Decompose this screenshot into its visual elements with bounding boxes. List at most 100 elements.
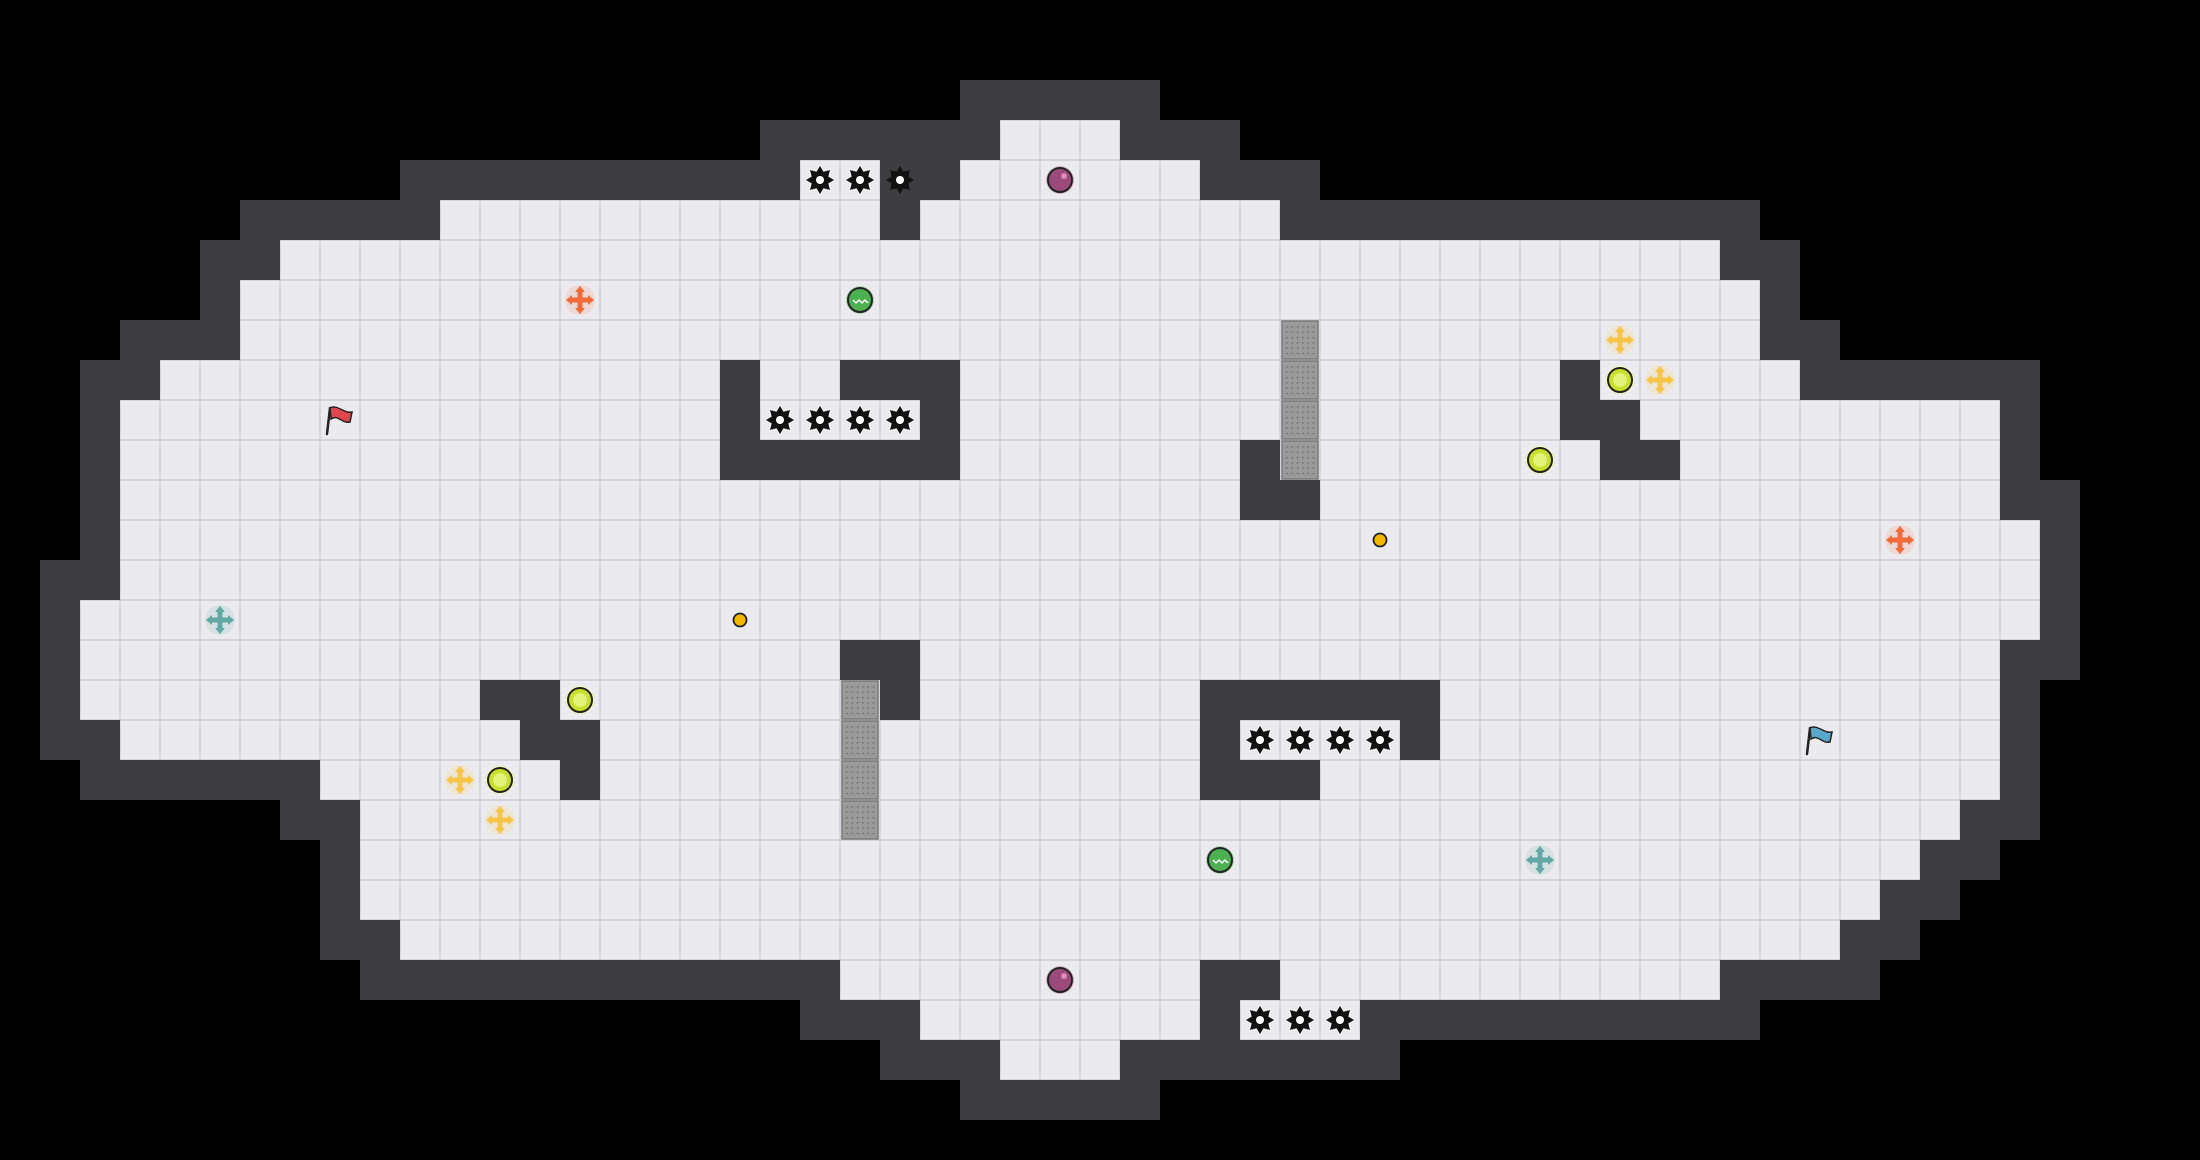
- spike-icon: [766, 406, 794, 434]
- floor-tile: [440, 920, 480, 960]
- floor-tile: [120, 560, 160, 600]
- wall-tile: [40, 640, 80, 680]
- inner-wall-tile: [1280, 480, 1320, 520]
- floor-tile: [120, 400, 160, 440]
- floor-tile: [1640, 560, 1680, 600]
- orange-boost-icon: [1885, 525, 1915, 555]
- floor-tile: [1040, 760, 1080, 800]
- floor-tile: [2000, 560, 2040, 600]
- wall-tile: [1720, 960, 1760, 1000]
- wall-tile: [1240, 160, 1280, 200]
- floor-tile: [600, 480, 640, 520]
- floor-tile: [1520, 880, 1560, 920]
- floor-tile: [1440, 760, 1480, 800]
- floor-tile: [1760, 480, 1800, 520]
- floor-tile: [400, 720, 440, 760]
- floor-tile: [480, 920, 520, 960]
- floor-tile: [1520, 560, 1560, 600]
- floor-tile: [1240, 600, 1280, 640]
- floor-tile: [760, 240, 800, 280]
- floor-tile: [1040, 680, 1080, 720]
- floor-tile: [800, 240, 840, 280]
- floor-tile: [1000, 600, 1040, 640]
- floor-tile: [1000, 400, 1040, 440]
- wall-tile: [600, 960, 640, 1000]
- wall-tile: [1400, 1000, 1440, 1040]
- inner-wall-tile: [1560, 400, 1600, 440]
- floor-tile: [1680, 840, 1720, 880]
- floor-tile: [1560, 960, 1600, 1000]
- floor-tile: [1680, 880, 1720, 920]
- floor-tile: [1160, 880, 1200, 920]
- inner-wall-tile: [1240, 480, 1280, 520]
- floor-tile: [480, 520, 520, 560]
- floor-tile: [1400, 360, 1440, 400]
- floor-tile: [1440, 440, 1480, 480]
- floor-tile: [2000, 600, 2040, 640]
- floor-tile: [1920, 600, 1960, 640]
- wall-tile: [320, 800, 360, 840]
- wall-tile: [1840, 960, 1880, 1000]
- floor-tile: [1120, 640, 1160, 680]
- floor-tile: [1600, 720, 1640, 760]
- floor-tile: [1640, 240, 1680, 280]
- floor-tile: [160, 560, 200, 600]
- floor-tile: [1280, 600, 1320, 640]
- floor-tile: [200, 400, 240, 440]
- floor-tile: [1640, 840, 1680, 880]
- floor-tile: [1000, 880, 1040, 920]
- wall-tile: [440, 160, 480, 200]
- wall-tile: [880, 1000, 920, 1040]
- inner-wall-tile: [1600, 400, 1640, 440]
- floor-tile: [1600, 880, 1640, 920]
- yellow-boost-icon: [1645, 365, 1675, 395]
- floor-tile: [1880, 760, 1920, 800]
- floor-tile: [1080, 200, 1120, 240]
- floor-tile: [760, 760, 800, 800]
- floor-tile: [1040, 200, 1080, 240]
- floor-tile: [920, 1000, 960, 1040]
- floor-tile: [1320, 960, 1360, 1000]
- floor-tile: [1920, 480, 1960, 520]
- floor-tile: [1120, 1000, 1160, 1040]
- floor-tile: [320, 280, 360, 320]
- floor-tile: [1120, 200, 1160, 240]
- floor-tile: [1760, 680, 1800, 720]
- wall-tile: [400, 960, 440, 1000]
- floor-tile: [200, 440, 240, 480]
- floor-tile: [480, 200, 520, 240]
- floor-tile: [1000, 720, 1040, 760]
- floor-tile: [1200, 520, 1240, 560]
- wall-tile: [520, 960, 560, 1000]
- floor-tile: [720, 880, 760, 920]
- floor-tile: [640, 680, 680, 720]
- floor-tile: [520, 760, 560, 800]
- grate-tile: [841, 800, 879, 840]
- floor-tile: [1760, 760, 1800, 800]
- floor-tile: [800, 480, 840, 520]
- floor-tile: [1080, 240, 1120, 280]
- floor-tile: [1720, 560, 1760, 600]
- floor-tile: [1040, 600, 1080, 640]
- floor-tile: [240, 400, 280, 440]
- wall-tile: [1720, 240, 1760, 280]
- floor-tile: [560, 320, 600, 360]
- floor-tile: [400, 680, 440, 720]
- floor-tile: [1720, 600, 1760, 640]
- wall-tile: [40, 680, 80, 720]
- floor-tile: [680, 560, 720, 600]
- floor-tile: [760, 480, 800, 520]
- inner-wall-tile: [920, 440, 960, 480]
- floor-tile: [240, 680, 280, 720]
- floor-tile: [1480, 560, 1520, 600]
- floor-tile: [1000, 200, 1040, 240]
- wall-tile: [1240, 1040, 1280, 1080]
- floor-tile: [560, 640, 600, 680]
- floor-tile: [960, 840, 1000, 880]
- floor-tile: [1360, 320, 1400, 360]
- wall-tile: [80, 440, 120, 480]
- floor-tile: [1760, 880, 1800, 920]
- floor-tile: [560, 440, 600, 480]
- floor-tile: [200, 520, 240, 560]
- floor-tile: [600, 360, 640, 400]
